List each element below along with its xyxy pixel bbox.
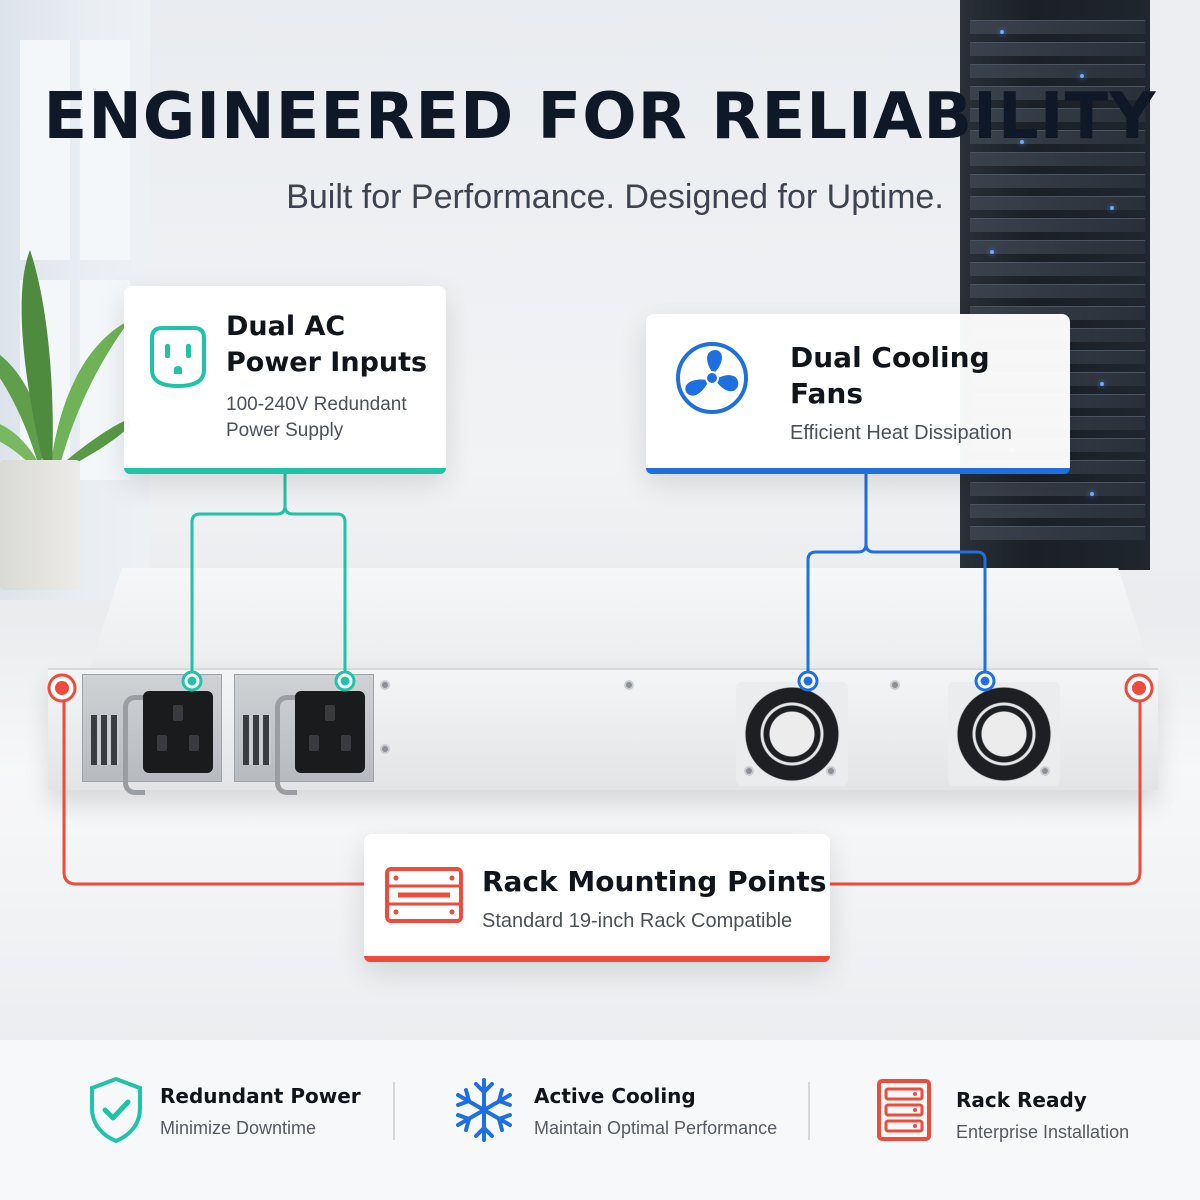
screw (1040, 766, 1050, 776)
screw (624, 680, 634, 690)
feature-desc: Enterprise Installation (956, 1122, 1130, 1142)
subheadline: Built for Performance. Designed for Upti… (286, 178, 944, 216)
power-outlet-icon (150, 326, 206, 389)
feature-desc: Maintain Optimal Performance (534, 1118, 778, 1138)
power-desc-line2: Power Supply (226, 420, 344, 441)
rack-title: Rack Mounting Points (482, 865, 827, 898)
screw (380, 744, 390, 754)
cooling-fan-1 (744, 686, 840, 782)
power-title-line1: Dual AC (226, 311, 346, 342)
feature-active-cooling: Active Cooling Maintain Optimal Performa… (452, 1076, 782, 1156)
power-title-line2: Power Inputs (226, 347, 428, 378)
screw (744, 766, 754, 776)
screw (380, 680, 390, 690)
headline: ENGINEERED FOR RELIABILITY (43, 80, 1157, 154)
ac-inlet-2 (295, 691, 365, 773)
power-desc-line1: 100-240V Redundant (226, 394, 407, 415)
callout-power-inputs: Dual AC Power Inputs 100-240V Redundant … (124, 286, 446, 474)
callout-rack-mounting: Rack Mounting Points Standard 19-inch Ra… (364, 834, 830, 962)
rack-desc: Standard 19-inch Rack Compatible (482, 910, 793, 932)
plant-pot (0, 460, 80, 590)
shield-check-icon (90, 1076, 142, 1144)
feature-redundant-power: Redundant Power Minimize Downtime (88, 1076, 368, 1156)
plant-decoration (0, 250, 130, 472)
ac-inlet-1 (143, 691, 213, 773)
callout-connectors (47, 472, 1154, 886)
screw (826, 766, 836, 776)
snowflake-icon (456, 1078, 512, 1142)
cooling-title-line1: Dual Cooling (790, 341, 990, 374)
feature-desc: Minimize Downtime (160, 1118, 317, 1138)
server-rack-icon (877, 1079, 931, 1141)
power-supply-2 (234, 674, 374, 795)
rack-ear-icon (385, 867, 463, 923)
feature-rack-ready: Rack Ready Enterprise Installation (876, 1076, 1166, 1156)
cooling-title-line2: Fans (790, 377, 863, 410)
cooling-desc: Efficient Heat Dissipation (790, 422, 1012, 444)
device-top-panel (90, 568, 1150, 668)
feature-title: Rack Ready (956, 1088, 1087, 1112)
screw (890, 680, 900, 690)
callout-cooling-fans: Dual Cooling Fans Efficient Heat Dissipa… (646, 314, 1070, 474)
fan-icon (676, 342, 748, 414)
rack-side-panel (1150, 0, 1200, 570)
feature-title: Active Cooling (534, 1084, 696, 1108)
cooling-fan-2 (956, 686, 1052, 782)
power-supply-1 (82, 674, 222, 795)
feature-strip (0, 1040, 1200, 1200)
feature-title: Redundant Power (160, 1084, 361, 1108)
